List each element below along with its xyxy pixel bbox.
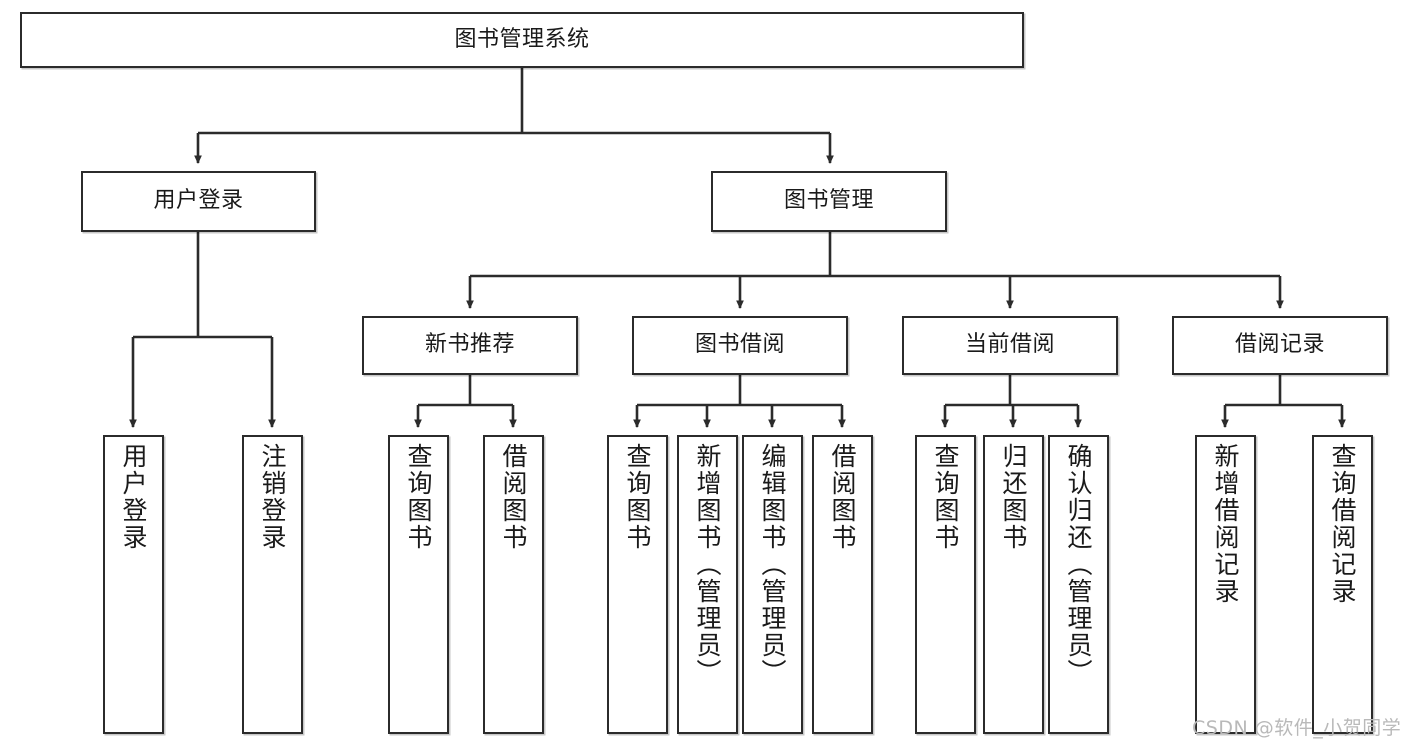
csdn-watermark: CSDN @软件_小贺同学 — [1192, 717, 1402, 739]
leaf-confirm-return-label: 确认归还（管理员） — [1064, 443, 1093, 686]
node-root[interactable]: 图书管理系统 — [20, 12, 1024, 68]
leaf-query-book-3[interactable]: 查询图书 — [915, 435, 976, 734]
node-new-book-rec-label: 新书推荐 — [424, 332, 515, 358]
leaf-borrow-book-2[interactable]: 借阅图书 — [812, 435, 873, 734]
node-borrow-record-label: 借阅记录 — [1234, 332, 1325, 358]
leaf-user-logout[interactable]: 注销登录 — [242, 435, 303, 734]
node-book-manage[interactable]: 图书管理 — [711, 171, 947, 232]
leaf-return-book[interactable]: 归还图书 — [983, 435, 1044, 734]
node-new-book-rec[interactable]: 新书推荐 — [362, 316, 578, 375]
node-root-label: 图书管理系统 — [454, 26, 590, 52]
leaf-add-record[interactable]: 新增借阅记录 — [1195, 435, 1256, 734]
node-current-borrow-label: 当前借阅 — [964, 332, 1055, 358]
leaf-add-book[interactable]: 新增图书（管理员） — [677, 435, 738, 734]
node-book-manage-label: 图书管理 — [783, 188, 874, 214]
leaf-query-record-label: 查询借阅记录 — [1328, 443, 1357, 605]
node-book-borrow-label: 图书借阅 — [694, 332, 785, 358]
leaf-query-book-2[interactable]: 查询图书 — [607, 435, 668, 734]
leaf-user-login[interactable]: 用户登录 — [103, 435, 164, 734]
leaf-edit-book-label: 编辑图书（管理员） — [758, 443, 787, 686]
leaf-query-book-2-label: 查询图书 — [623, 443, 652, 551]
node-user-login[interactable]: 用户登录 — [81, 171, 316, 232]
node-user-login-label: 用户登录 — [153, 188, 244, 214]
leaf-borrow-book-1-label: 借阅图书 — [499, 443, 528, 551]
leaf-query-book-1-label: 查询图书 — [404, 443, 433, 551]
leaf-borrow-book-1[interactable]: 借阅图书 — [483, 435, 544, 734]
leaf-user-login-label: 用户登录 — [119, 443, 148, 551]
leaf-query-book-1[interactable]: 查询图书 — [388, 435, 449, 734]
node-book-borrow[interactable]: 图书借阅 — [632, 316, 848, 375]
node-current-borrow[interactable]: 当前借阅 — [902, 316, 1118, 375]
leaf-user-logout-label: 注销登录 — [258, 443, 287, 551]
leaf-add-book-label: 新增图书（管理员） — [693, 443, 722, 686]
leaf-edit-book[interactable]: 编辑图书（管理员） — [742, 435, 803, 734]
leaf-confirm-return[interactable]: 确认归还（管理员） — [1048, 435, 1109, 734]
node-borrow-record[interactable]: 借阅记录 — [1172, 316, 1388, 375]
leaf-query-book-3-label: 查询图书 — [931, 443, 960, 551]
leaf-borrow-book-2-label: 借阅图书 — [828, 443, 857, 551]
leaf-add-record-label: 新增借阅记录 — [1211, 443, 1240, 605]
leaf-query-record[interactable]: 查询借阅记录 — [1312, 435, 1373, 734]
leaf-return-book-label: 归还图书 — [999, 443, 1028, 551]
